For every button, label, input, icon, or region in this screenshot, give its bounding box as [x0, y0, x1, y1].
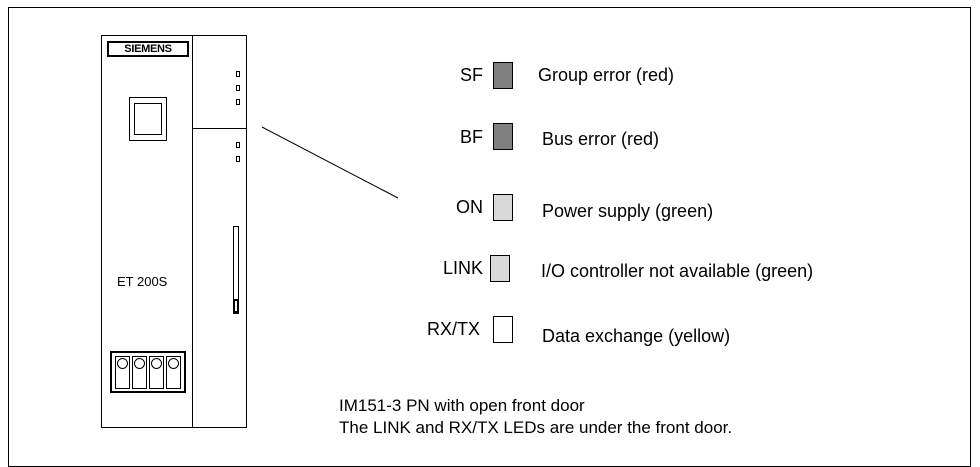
led-indicator [493, 316, 513, 343]
device-front-door [192, 35, 247, 428]
card-slot-icon [233, 226, 239, 314]
led-abbr: SF [459, 65, 483, 85]
on-led-icon [236, 99, 240, 105]
caption-line-1: IM151-3 PN with open front door [339, 396, 585, 415]
rxtx-led-icon [236, 156, 240, 162]
led-indicator [493, 123, 513, 150]
led-indicator [490, 255, 510, 282]
led-indicator [493, 62, 513, 89]
bf-led-icon [236, 85, 240, 91]
terminal-block-icon [110, 351, 186, 393]
led-description: Bus error (red) [542, 129, 660, 149]
device-front-panel: SIEMENS ET 200S [101, 35, 194, 428]
led-abbr: LINK [442, 258, 483, 278]
led-abbr: BF [459, 127, 483, 147]
callout-line [261, 126, 399, 199]
device-model-label: ET 200S [117, 274, 168, 289]
caption-line-2: The LINK and RX/TX LEDs are under the fr… [339, 418, 733, 437]
led-abbr: ON [456, 197, 483, 217]
led-abbr: RX/TX [426, 319, 480, 339]
device-illustration: SIEMENS ET 200S [101, 35, 247, 430]
led-description: Group error (red) [538, 65, 675, 85]
led-indicator [493, 194, 513, 221]
link-led-icon [236, 142, 240, 148]
sf-led-icon [236, 71, 240, 77]
led-description: Power supply (green) [542, 201, 714, 221]
ethernet-port-icon [129, 97, 167, 141]
brand-logo: SIEMENS [107, 41, 189, 57]
led-description: I/O controller not available (green) [541, 261, 814, 281]
led-description: Data exchange (yellow) [542, 326, 731, 346]
